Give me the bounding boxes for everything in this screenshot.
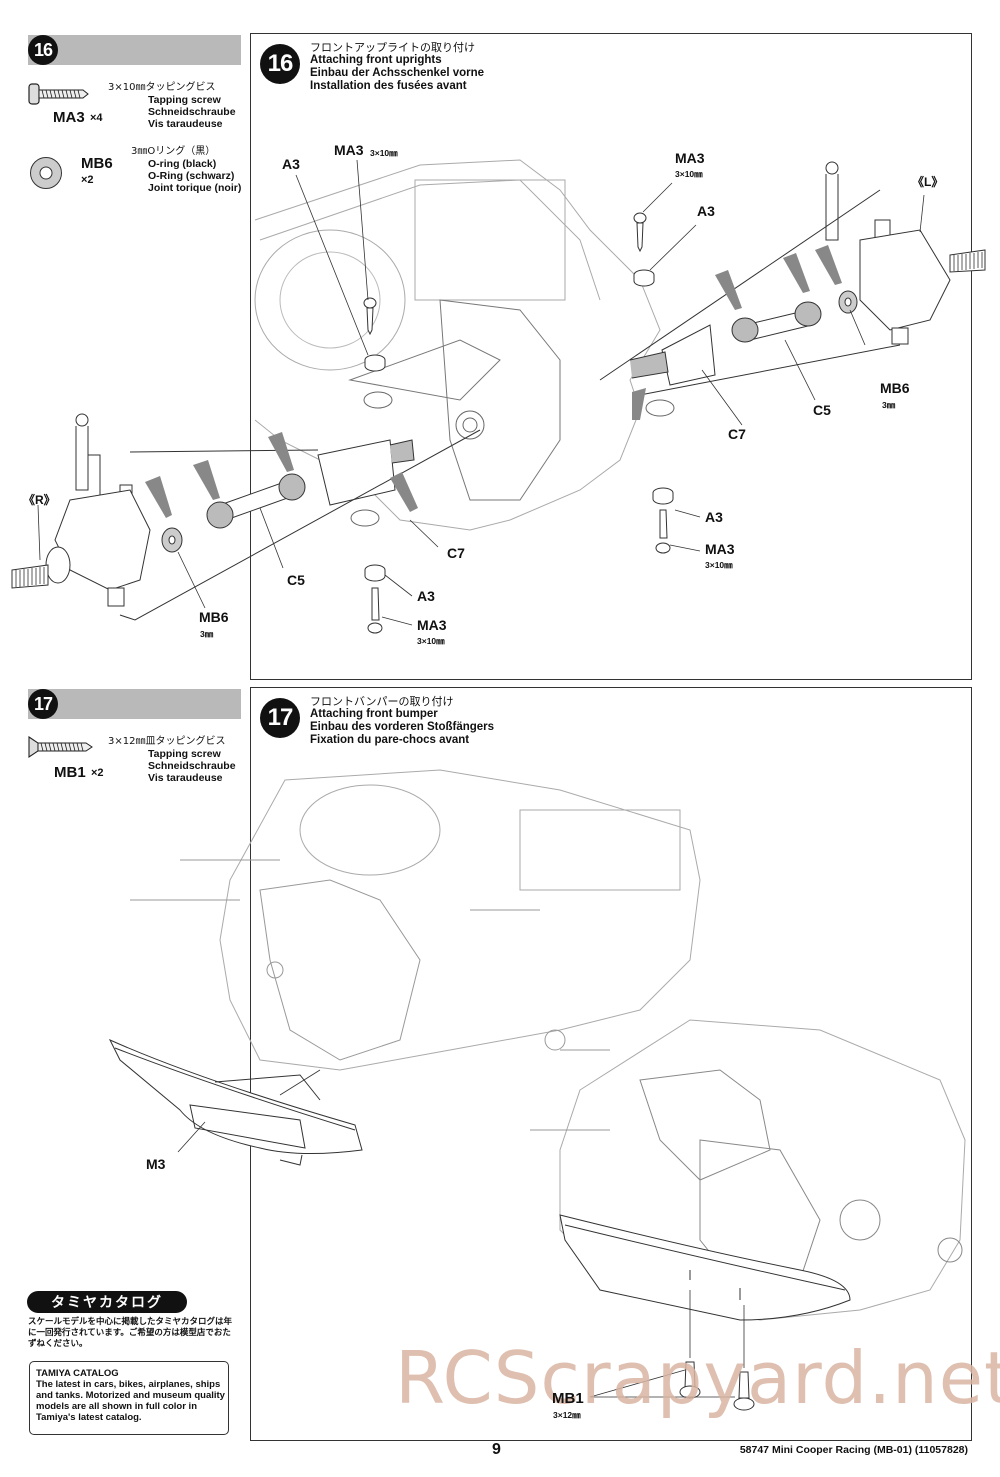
catalog-jp-text: スケールモデルを中心に掲載したタミヤカタログは年に一回発行されています。ご希望の…: [28, 1317, 233, 1349]
label-ma3-top: MA3: [334, 142, 364, 158]
label-mb6-left: MB6: [199, 609, 229, 625]
step16-parts-number-text: 16: [33, 39, 53, 60]
label-c7-left: C7: [447, 545, 465, 561]
step17-part-qty-mb1: ×2: [91, 767, 104, 779]
title-de: Einbau des vorderen Stoßfängers: [310, 721, 495, 733]
label-mb6-left-size: 3㎜: [200, 629, 214, 639]
title-jp: フロントアップライトの取り付け: [310, 41, 475, 54]
catalog-badge-text: タミヤカタログ: [51, 1295, 163, 1311]
title-fr: Installation des fusées avant: [310, 80, 467, 92]
label-a3-left-low: A3: [417, 588, 435, 604]
step17-part-desc-mb1: 3×12㎜皿タッピングビス Tapping screw Schneidschra…: [108, 736, 236, 784]
step16-number-badge: 16: [260, 44, 300, 84]
label-right-side: 《R》: [23, 493, 56, 507]
step17-title: フロントバンパーの取り付け Attaching front bumper Ein…: [310, 695, 494, 747]
label-left-side: 《L》: [912, 175, 944, 189]
step17-parts-number: 17: [28, 689, 58, 719]
catalog-en-text: The latest in cars, bikes, airplanes, sh…: [36, 1379, 225, 1423]
step16-parts-number: 16: [28, 35, 58, 65]
label-ma3-right-size: 3×10㎜: [675, 169, 703, 179]
desc-en: O-ring (black): [148, 158, 217, 170]
footer-product-title: 58747 Mini Cooper Racing (MB-01) (110578…: [739, 1444, 968, 1456]
step17-number-badge: 17: [260, 698, 300, 738]
desc-fr: Vis taraudeuse: [148, 118, 223, 130]
countersunk-screw-icon: [28, 735, 93, 759]
label-mb6-right: MB6: [880, 380, 910, 396]
label-m3: M3: [146, 1156, 166, 1172]
label-ma3-right-low: MA3: [705, 541, 735, 557]
step16-part-desc-mb6: 3㎜Oリング（黒） O-ring (black) O-Ring (schwarz…: [131, 146, 241, 194]
desc-fr: Vis taraudeuse: [148, 772, 223, 784]
label-a3-top-left: A3: [282, 156, 300, 172]
label-ma3-top-size: 3×10㎜: [370, 148, 398, 158]
label-ma3-left-low: MA3: [417, 617, 447, 633]
page-number: 9: [492, 1441, 501, 1458]
label-c5-right: C5: [813, 402, 831, 418]
label-a3-right-low: A3: [705, 509, 723, 525]
step17-number-text: 17: [267, 704, 294, 731]
desc-en: Tapping screw: [148, 94, 221, 106]
desc-jp: 3㎜Oリング（黒）: [131, 146, 216, 157]
desc-jp: 3×10㎜タッピングビス: [108, 82, 216, 93]
step16-part-code-ma3: MA3: [53, 109, 85, 126]
label-a3-right: A3: [697, 203, 715, 219]
title-fr: Fixation du pare-chocs avant: [310, 734, 470, 746]
step16-part-qty-mb6: ×2: [81, 174, 94, 186]
title-jp: フロントバンパーの取り付け: [310, 695, 454, 708]
tapping-screw-icon: [28, 83, 89, 105]
desc-jp: 3×12㎜皿タッピングビス: [108, 736, 226, 747]
step17-parts-number-text: 17: [33, 693, 53, 714]
catalog-en-box: TAMIYA CATALOG The latest in cars, bikes…: [29, 1361, 229, 1435]
title-en: Attaching front uprights: [310, 54, 442, 66]
desc-de: O-Ring (schwarz): [148, 170, 235, 182]
label-ma3-right: MA3: [675, 150, 705, 166]
step16-part-code-mb6: MB6: [81, 155, 113, 172]
step17-diagram-panel: [250, 687, 972, 1441]
desc-en: Tapping screw: [148, 748, 221, 760]
step16-diagram-panel: [250, 33, 972, 680]
label-mb1-size: 3×12㎜: [553, 1410, 581, 1420]
o-ring-icon: [30, 157, 62, 189]
label-mb6-right-size: 3㎜: [882, 400, 896, 410]
title-en: Attaching front bumper: [310, 708, 438, 720]
desc-fr: Joint torique (noir): [148, 182, 242, 194]
label-c5-left: C5: [287, 572, 305, 588]
title-de: Einbau der Achsschenkel vorne: [310, 67, 485, 79]
label-mb1: MB1: [552, 1390, 584, 1407]
step17-parts-header-bar: [28, 689, 241, 719]
step16-number-text: 16: [267, 50, 294, 77]
desc-de: Schneidschraube: [148, 760, 236, 772]
step17-part-code-mb1: MB1: [54, 764, 86, 781]
catalog-en-title: TAMIYA CATALOG: [36, 1368, 119, 1379]
step16-part-desc-ma3: 3×10㎜タッピングビス Tapping screw Schneidschrau…: [108, 82, 236, 130]
label-ma3-left-low-size: 3×10㎜: [417, 636, 445, 646]
step16-title: フロントアップライトの取り付け Attaching front uprights…: [310, 41, 484, 93]
catalog-badge: タミヤカタログ: [27, 1291, 187, 1313]
desc-de: Schneidschraube: [148, 106, 236, 118]
label-ma3-right-low-size: 3×10㎜: [705, 560, 733, 570]
label-c7-right: C7: [728, 426, 746, 442]
step16-parts-header-bar: [28, 35, 241, 65]
step16-part-qty-ma3: ×4: [90, 112, 103, 124]
